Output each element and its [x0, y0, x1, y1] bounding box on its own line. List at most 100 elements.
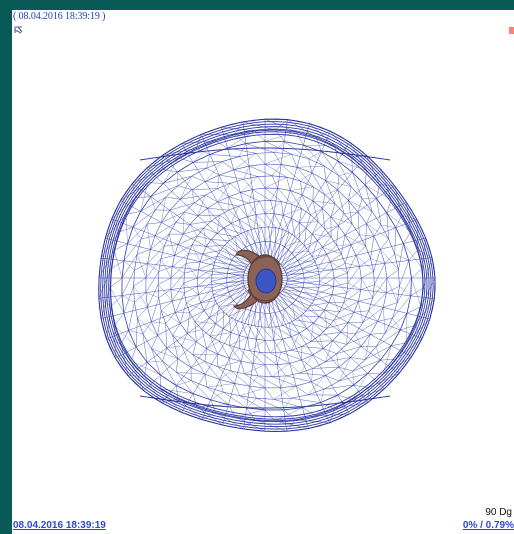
mesh-cross-edge [204, 161, 223, 182]
bottom-timestamp-link[interactable]: 08.04.2016 18:39:19 [13, 520, 106, 531]
mesh-diagonal-edge [218, 296, 231, 307]
mesh-cross-edge [315, 394, 338, 416]
mesh-diagonal-edge [223, 391, 247, 409]
mesh-diagonal-edge [312, 221, 319, 235]
mesh-diagonal-edge [223, 300, 234, 312]
mesh-diagonal-edge [217, 188, 229, 197]
mesh-cross-edge [324, 309, 328, 329]
mesh-diagonal-edge [377, 317, 393, 322]
mesh-cross-edge [279, 293, 289, 307]
mesh-diagonal-edge [308, 158, 313, 173]
mesh-cross-edge [317, 268, 333, 270]
mesh-cross-edge [216, 255, 229, 269]
mesh-cross-edge [244, 364, 266, 375]
mesh-diagonal-edge [118, 226, 134, 233]
mesh-diagonal-edge [264, 387, 274, 400]
mesh-cross-edge [337, 160, 367, 171]
mesh-diagonal-edge [198, 281, 212, 295]
mesh-cross-edge [330, 216, 353, 225]
mesh-diagonal-edge [311, 172, 326, 195]
mesh-diagonal-edge [323, 348, 337, 354]
mesh-diagonal-edge [264, 340, 271, 353]
mesh-cross-edge [273, 385, 297, 400]
mesh-diagonal-edge [198, 261, 215, 271]
mesh-radial-edge [127, 287, 252, 376]
mesh-diagonal-edge [241, 233, 251, 246]
mesh-diagonal-edge [333, 272, 348, 279]
mesh-diagonal-edge [157, 310, 162, 336]
mesh-diagonal-edge [277, 364, 287, 376]
mesh-cross-edge [386, 212, 411, 233]
mesh-diagonal-edge [279, 229, 283, 245]
mesh-outer-contour [110, 133, 424, 418]
mesh-diagonal-edge [180, 194, 206, 200]
mesh-diagonal-edge [135, 318, 138, 348]
mesh-diagonal-edge [172, 335, 179, 359]
mesh-diagonal-edge [264, 213, 276, 228]
mesh-diagonal-edge [235, 236, 246, 248]
mesh-outer-contour [100, 121, 434, 430]
mesh-diagonal-edge [247, 324, 257, 340]
mesh-diagonal-edge [177, 167, 207, 173]
mesh-cross-edge [210, 391, 224, 401]
visualization-viewport[interactable]: ( 08.04.2016 18:39:19 ) 90 Dg 08.04.2016… [12, 10, 514, 534]
mesh-diagonal-edge [224, 244, 238, 253]
rotation-readout: 90 Dg [485, 507, 512, 518]
mesh-radial-edge [120, 200, 251, 271]
mesh-cross-edge [268, 213, 275, 228]
mesh-cross-edge [249, 375, 259, 387]
mesh-diagonal-edge [209, 154, 239, 157]
mesh-diagonal-edge [288, 322, 307, 329]
mesh-diagonal-edge [386, 285, 400, 294]
mesh-diagonal-edge [286, 177, 291, 191]
mesh-diagonal-edge [259, 312, 262, 327]
mesh-diagonal-edge [228, 281, 244, 293]
mesh-cross-edge [280, 375, 287, 388]
mesh-cross-edge [273, 326, 276, 341]
mesh-diagonal-edge [238, 205, 248, 217]
mesh-diagonal-edge [234, 383, 240, 396]
mesh-diagonal-edge [301, 194, 311, 215]
mesh-diagonal-edge [364, 170, 367, 186]
mesh-diagonal-edge [319, 316, 334, 321]
mesh-diagonal-edge [306, 328, 320, 336]
mesh-diagonal-edge [277, 188, 293, 205]
percent-readout-link[interactable]: 0% / 0.79% [462, 520, 514, 531]
mesh-diagonal-edge [280, 164, 301, 182]
mesh-radial-edge [273, 141, 350, 265]
mesh-diagonal-edge [376, 198, 382, 225]
mesh-cross-edge [268, 312, 276, 328]
mesh-diagonal-edge [254, 325, 266, 341]
mesh-diagonal-edge [141, 235, 156, 240]
mesh-diagonal-edge [324, 309, 340, 313]
mesh-diagonal-edge [273, 213, 283, 230]
mesh-diagonal-edge [233, 287, 246, 301]
mesh-diagonal-edge [362, 307, 384, 323]
sphere-mesh-visualization[interactable] [12, 10, 514, 534]
mesh-diagonal-edge [286, 264, 301, 275]
mesh-diagonal-edge [185, 261, 201, 264]
mesh-diagonal-edge [264, 313, 269, 328]
mesh-diagonal-edge [259, 200, 266, 214]
mesh-diagonal-edge [344, 244, 352, 264]
mesh-cross-edge [217, 175, 220, 189]
mesh-diagonal-edge [315, 247, 323, 263]
mesh-cross-edge [386, 277, 398, 303]
mesh-cross-edge [230, 206, 239, 224]
mesh-diagonal-edge [219, 379, 224, 393]
mesh-radial-edge [279, 201, 407, 271]
mesh-diagonal-edge [280, 352, 302, 361]
mesh-diagonal-edge [281, 201, 284, 216]
mesh-cross-edge [283, 208, 302, 216]
mesh-diagonal-edge [330, 253, 342, 262]
mesh-cross-edge [333, 320, 341, 333]
mesh-cross-edge [284, 240, 301, 247]
mesh-diagonal-edge [114, 312, 125, 326]
mesh-cross-edge [212, 268, 227, 279]
mesh-diagonal-edge [215, 306, 220, 324]
mesh-diagonal-edge [219, 328, 224, 342]
mesh-diagonal-edge [229, 358, 232, 371]
mesh-cross-edge [272, 164, 282, 176]
mesh-cross-edge [125, 214, 128, 244]
mesh-diagonal-edge [299, 372, 326, 376]
